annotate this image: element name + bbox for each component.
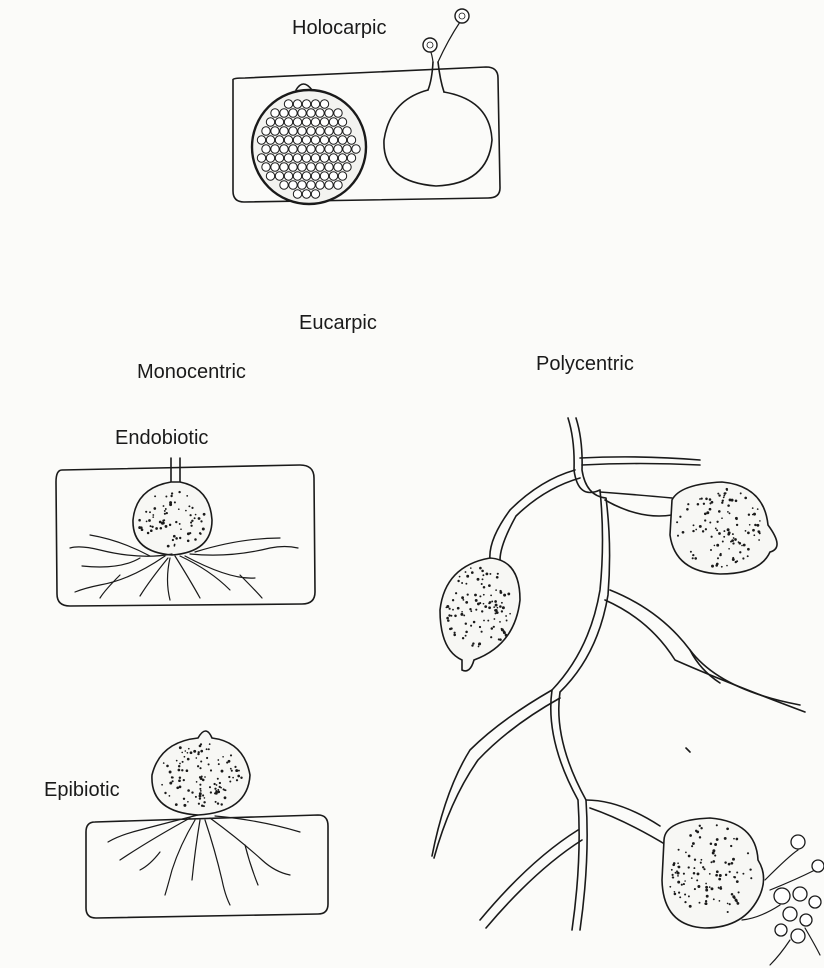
holocarpic-sporangium-empty xyxy=(384,90,492,186)
polycentric-illustration xyxy=(432,418,824,965)
epibiotic-host-cell xyxy=(86,815,328,918)
epibiotic-illustration xyxy=(86,731,328,918)
holocarpic-illustration xyxy=(233,9,500,204)
holocarpic-zoospore xyxy=(455,9,469,23)
holocarpic-zoospore xyxy=(423,38,437,52)
endobiotic-illustration xyxy=(56,458,315,606)
epibiotic-rhizoids xyxy=(108,815,300,905)
polycentric-sporangium-left xyxy=(440,558,520,671)
